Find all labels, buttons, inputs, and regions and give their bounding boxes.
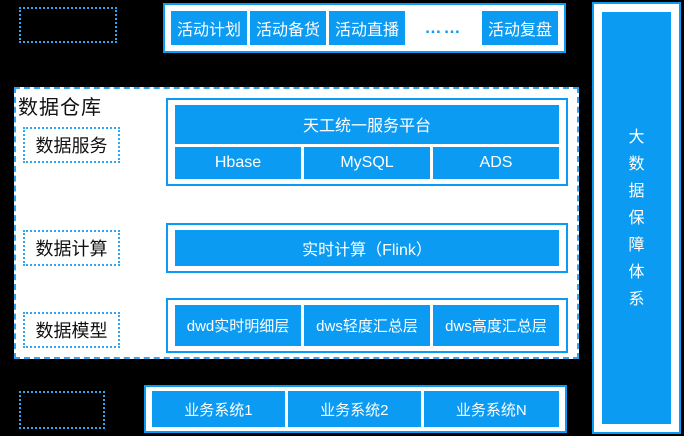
data-compute-group-box: 实时计算（Flink） [166,223,568,273]
activity-flow-bar: 活动计划 活动备货 活动直播 …… 活动复盘 [163,3,566,53]
model-layers-row: dwd实时明细层 dws轻度汇总层 dws高度汇总层 [175,305,559,346]
hbase-block: Hbase [175,146,301,179]
data-warehouse-title: 数据仓库 [18,97,102,119]
storage-row: Hbase MySQL ADS [175,146,559,179]
row-label-data-service: 数据服务 [23,127,120,163]
row-label-data-compute: 数据计算 [23,230,120,266]
dws-high-agg-layer-block: dws高度汇总层 [433,305,559,346]
big-data-guarantee-bar: 大数据保障体系 [592,2,681,434]
business-system-1-block: 业务系统1 [152,391,285,427]
row-label-data-model: 数据模型 [23,312,120,348]
activity-ellipsis: …… [424,18,463,37]
top-left-placeholder-box [19,7,117,43]
big-data-guarantee-fill: 大数据保障体系 [602,12,671,424]
activity-plan-block: 活动计划 [171,11,247,45]
big-data-guarantee-title: 大数据保障体系 [628,128,645,308]
data-service-group-box: 天工统一服务平台 Hbase MySQL ADS [166,98,568,186]
data-warehouse-container: 数据仓库 数据服务 数据计算 数据模型 天工统一服务平台 Hbase MySQL… [14,87,579,359]
bottom-left-placeholder-box [19,391,105,429]
flink-realtime-compute-block: 实时计算（Flink） [175,230,559,266]
dws-light-agg-layer-block: dws轻度汇总层 [304,305,430,346]
unified-service-platform-block: 天工统一服务平台 [175,105,559,144]
activity-live-block: 活动直播 [329,11,405,45]
business-system-n-block: 业务系统N [423,391,559,427]
activity-stock-block: 活动备货 [250,11,326,45]
ads-block: ADS [433,146,559,179]
business-system-2-block: 业务系统2 [287,391,421,427]
business-systems-box: 业务系统1 业务系统2 业务系统N [144,385,567,433]
activity-review-block: 活动复盘 [482,11,558,45]
dwd-detail-layer-block: dwd实时明细层 [175,305,301,346]
data-model-group-box: dwd实时明细层 dws轻度汇总层 dws高度汇总层 [166,298,568,353]
mysql-block: MySQL [304,146,430,179]
